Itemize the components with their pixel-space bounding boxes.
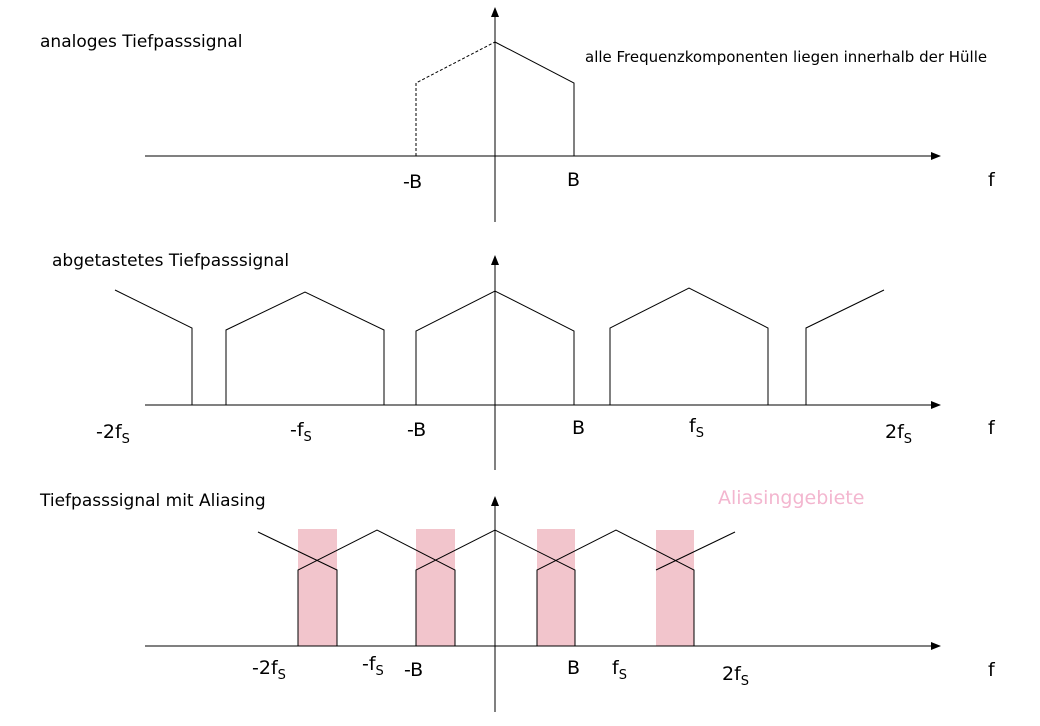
spectrum-copy-2fs	[655, 531, 736, 571]
aliasing-zone	[656, 530, 694, 646]
aliasing-regions-label: Aliasinggebiete	[718, 487, 864, 509]
spectrum-copy-neg-fs	[225, 291, 385, 405]
aliasing-zone	[416, 529, 455, 646]
spectrum-copy-fs	[609, 287, 769, 405]
label-neg-b: -B	[404, 659, 423, 681]
label-fs: fS	[689, 415, 704, 441]
label-b: B	[567, 657, 580, 679]
spectrum-copy-2fs	[805, 289, 885, 405]
spectrum-copy-neg-fs	[297, 529, 456, 646]
spectrum-negative-half-dashed	[415, 41, 496, 156]
aliasing-zones	[298, 529, 694, 646]
label-neg-2fs: -2fS	[96, 421, 130, 447]
spectrum-copy-fs	[536, 529, 695, 646]
panel-title-sampled: abgetastetes Tiefpasssignal	[52, 251, 289, 271]
envelope-note: alle Frequenzkomponenten liegen innerhal…	[585, 48, 987, 66]
label-2fs: 2fS	[885, 421, 912, 447]
label-neg-fs: -fS	[362, 653, 384, 679]
label-neg-fs: -fS	[290, 419, 312, 445]
label-neg-b: -B	[407, 419, 426, 441]
label-f-axis: f	[988, 169, 996, 191]
panel-title-aliasing: Tiefpasssignal mit Aliasing	[39, 491, 266, 511]
label-2fs: 2fS	[722, 663, 749, 689]
aliasing-zone	[537, 529, 575, 646]
label-b: B	[572, 417, 585, 439]
spectrum-baseband	[415, 529, 576, 646]
spectrum-copy-neg-2fs	[257, 531, 338, 646]
spectrum-positive-half	[494, 41, 575, 156]
panel-aliasing: Tiefpasssignal mit Aliasing Aliasinggebi…	[39, 487, 996, 712]
label-f-axis: f	[988, 417, 996, 439]
label-fs: fS	[612, 657, 627, 683]
spectrum-copy-neg-2fs	[114, 289, 193, 405]
label-neg-2fs: -2fS	[252, 657, 286, 683]
panel-analog: analoges Tiefpasssignal alle Frequenzkom…	[40, 7, 996, 222]
spectrum-baseband	[415, 290, 575, 405]
panel-sampled: abgetastetes Tiefpasssignal -2fS -fS -B …	[52, 251, 996, 470]
label-b: B	[567, 169, 580, 191]
label-neg-b: -B	[403, 171, 422, 193]
label-f-axis: f	[988, 659, 996, 681]
panel-title-analog: analoges Tiefpasssignal	[40, 32, 242, 52]
aliasing-zone	[298, 529, 337, 646]
